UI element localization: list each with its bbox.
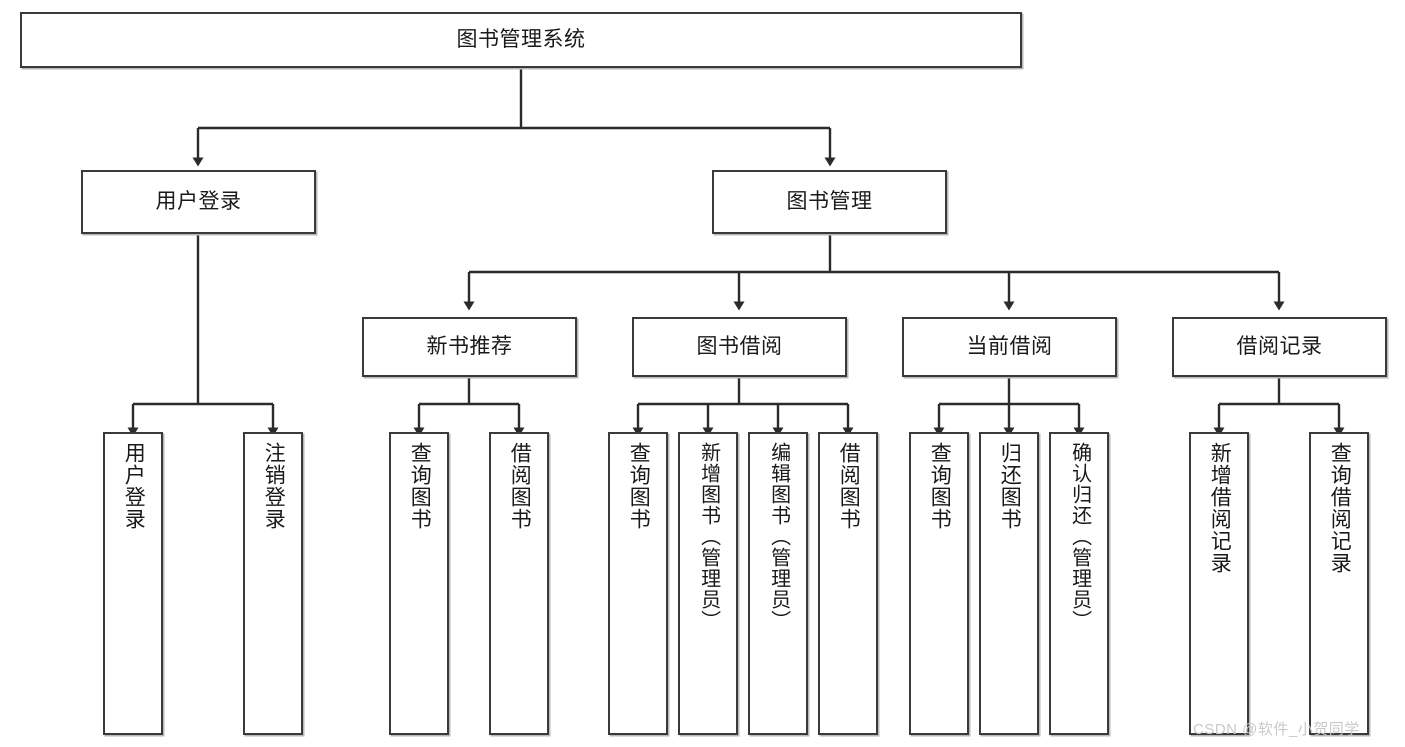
node-new-book-recommend[interactable]: 新书推荐 xyxy=(362,317,577,377)
node-leaf-query-book-3-label: 查询图书 xyxy=(928,442,952,530)
node-leaf-borrow-book-2-label: 借阅图书 xyxy=(837,442,861,530)
node-leaf-add-book-label: 新增图书（管理员） xyxy=(697,442,720,631)
node-leaf-logout[interactable]: 注销登录 xyxy=(243,432,303,735)
node-leaf-query-record[interactable]: 查询借阅记录 xyxy=(1309,432,1369,735)
node-leaf-query-book-1-label: 查询图书 xyxy=(408,442,432,530)
node-leaf-query-record-label: 查询借阅记录 xyxy=(1328,442,1352,574)
node-leaf-query-book-2-label: 查询图书 xyxy=(627,442,651,530)
node-leaf-borrow-book-2[interactable]: 借阅图书 xyxy=(818,432,878,735)
node-leaf-borrow-book-1[interactable]: 借阅图书 xyxy=(489,432,549,735)
node-leaf-query-book-3[interactable]: 查询图书 xyxy=(909,432,969,735)
node-current-borrow-label: 当前借阅 xyxy=(966,335,1053,359)
node-book-management[interactable]: 图书管理 xyxy=(712,170,947,234)
csdn-watermark: CSDN @软件_小贺同学 xyxy=(1193,721,1360,738)
node-leaf-return-book-label: 归还图书 xyxy=(998,442,1022,530)
node-leaf-query-book-1[interactable]: 查询图书 xyxy=(389,432,449,735)
node-borrow-record[interactable]: 借阅记录 xyxy=(1172,317,1387,377)
node-user-login-label: 用户登录 xyxy=(155,190,242,214)
node-new-book-recommend-label: 新书推荐 xyxy=(426,335,513,359)
node-leaf-logout-label: 注销登录 xyxy=(262,442,286,530)
node-current-borrow[interactable]: 当前借阅 xyxy=(902,317,1117,377)
node-leaf-borrow-book-1-label: 借阅图书 xyxy=(508,442,532,530)
node-leaf-return-book[interactable]: 归还图书 xyxy=(979,432,1039,735)
node-book-management-label: 图书管理 xyxy=(786,190,873,214)
node-leaf-add-record[interactable]: 新增借阅记录 xyxy=(1189,432,1249,735)
node-root[interactable]: 图书管理系统 xyxy=(20,12,1022,68)
node-borrow-record-label: 借阅记录 xyxy=(1236,335,1323,359)
node-leaf-query-book-2[interactable]: 查询图书 xyxy=(608,432,668,735)
node-book-borrow[interactable]: 图书借阅 xyxy=(632,317,847,377)
node-leaf-user-login-label: 用户登录 xyxy=(122,442,146,530)
node-leaf-confirm-return[interactable]: 确认归还（管理员） xyxy=(1049,432,1109,735)
node-leaf-add-record-label: 新增借阅记录 xyxy=(1208,442,1232,574)
node-leaf-add-book[interactable]: 新增图书（管理员） xyxy=(678,432,738,735)
node-user-login[interactable]: 用户登录 xyxy=(81,170,316,234)
node-leaf-user-login[interactable]: 用户登录 xyxy=(103,432,163,735)
node-leaf-edit-book-label: 编辑图书（管理员） xyxy=(767,442,790,631)
node-leaf-confirm-return-label: 确认归还（管理员） xyxy=(1068,442,1091,631)
node-root-label: 图书管理系统 xyxy=(456,28,586,52)
node-book-borrow-label: 图书借阅 xyxy=(696,335,783,359)
node-leaf-edit-book[interactable]: 编辑图书（管理员） xyxy=(748,432,808,735)
